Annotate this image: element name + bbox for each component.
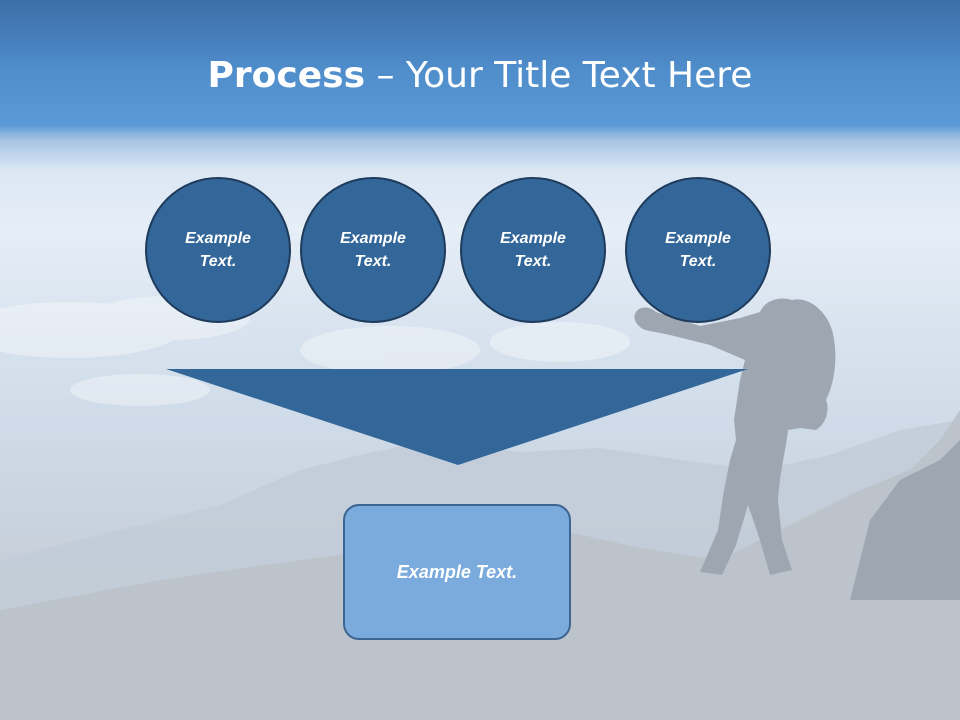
clouds [0,296,630,406]
result-box[interactable]: Example Text. [343,504,571,640]
circle-line-2: Text. [514,253,552,270]
circle-line-2: Text. [199,253,237,270]
title-rest: – Your Title Text Here [365,55,753,96]
circle-line-1: Example [340,230,406,247]
circle-line-2: Text. [354,253,392,270]
circle-line-1: Example [185,230,251,247]
title-bold: Process [207,55,366,96]
circle-line-2: Text. [679,253,717,270]
circle-line-1: Example [665,230,731,247]
result-text: Example Text. [396,561,518,582]
slide-title: Process – Your Title Text Here [0,52,960,100]
hiker-silhouette [634,298,960,600]
circle-line-1: Example [500,230,566,247]
funnel-triangle[interactable] [166,369,748,465]
